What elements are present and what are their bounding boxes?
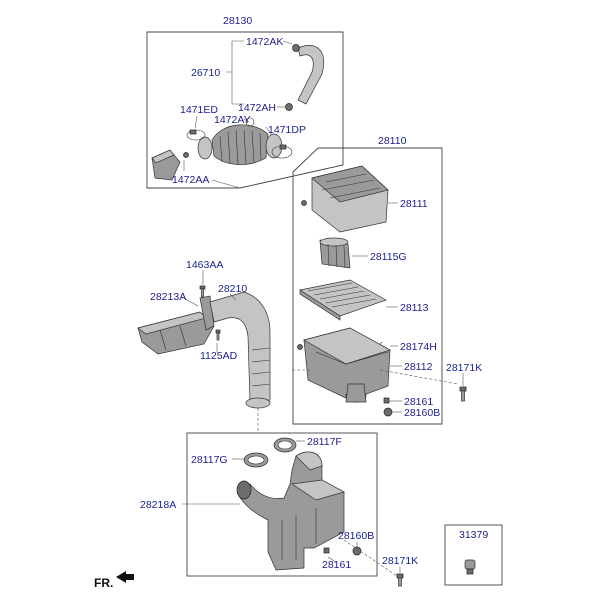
assembly-box-28218A	[186, 432, 378, 577]
bolt-28171K-right-drawing	[459, 386, 467, 402]
callout-28113[interactable]: 28113	[400, 302, 429, 314]
front-arrow-icon	[116, 571, 134, 583]
assembly-box-28110	[292, 147, 443, 425]
intake-hose-corrugated-drawing	[197, 124, 283, 166]
callout-28161[interactable]: 28161	[404, 396, 433, 408]
callout-28160B[interactable]: 28160B	[404, 407, 440, 419]
callout-1463AA[interactable]: 1463AA	[186, 259, 223, 271]
callout-28213A[interactable]: 28213A	[150, 291, 186, 303]
ring-28117G-drawing	[243, 452, 269, 468]
clamp-1472AY-drawing	[245, 117, 255, 127]
callout-28117F[interactable]: 28117F	[307, 436, 342, 448]
callout-1471DP[interactable]: 1471DP	[268, 124, 306, 136]
callout-28161-lower[interactable]: 28161	[322, 559, 351, 571]
callout-28218A[interactable]: 28218A	[140, 499, 176, 511]
bracket-28213A-drawing	[137, 295, 215, 355]
callout-26710[interactable]: 26710	[191, 67, 220, 79]
callout-28210[interactable]: 28210	[218, 283, 247, 295]
grommet-28161-drawing	[383, 397, 390, 404]
callout-28110[interactable]: 28110	[378, 135, 407, 147]
detail-box-31379	[444, 524, 503, 586]
callout-28130[interactable]: 28130	[223, 15, 252, 27]
callout-28171K-right[interactable]: 28171K	[446, 362, 482, 374]
front-marker-label: FR.	[94, 576, 113, 590]
callout-1125AD[interactable]: 1125AD	[200, 350, 238, 362]
body-28112-drawing	[297, 327, 391, 403]
intake-duct-28210-drawing	[209, 291, 271, 409]
callout-28112[interactable]: 28112	[404, 361, 433, 373]
callout-31379[interactable]: 31379	[459, 529, 488, 541]
callout-1472AK[interactable]: 1472AK	[246, 36, 283, 48]
duct-1472AA-drawing	[151, 149, 189, 181]
filter-28115G-drawing	[319, 237, 351, 269]
ring-28117F-drawing	[273, 437, 297, 453]
grommet-28160B-drawing	[383, 407, 393, 417]
clamp-1471ED-drawing	[186, 129, 206, 141]
grommet-28161-lower-drawing	[323, 547, 330, 554]
assembly-box-28130	[146, 31, 344, 189]
element-28113-drawing	[299, 279, 387, 321]
callout-28160B-lower[interactable]: 28160B	[338, 530, 374, 542]
detail-31379-drawing	[464, 559, 476, 575]
cover-28111-drawing	[301, 165, 389, 233]
bolt-28171K-lower-drawing	[396, 573, 404, 587]
resonator-28218A-drawing	[236, 451, 345, 571]
callout-1472AY[interactable]: 1472AY	[214, 114, 251, 126]
callout-28174H[interactable]: 28174H	[400, 341, 437, 353]
clamp-1471DP-drawing	[271, 144, 293, 159]
callout-1472AH[interactable]: 1472AH	[238, 102, 276, 114]
grommet-28160B-lower-drawing	[352, 546, 362, 556]
callout-28115G[interactable]: 28115G	[370, 251, 407, 263]
callout-28111[interactable]: 28111	[400, 198, 428, 210]
callout-28171K-lower[interactable]: 28171K	[382, 555, 418, 567]
hose-26710-drawing	[285, 44, 324, 111]
callout-1472AA[interactable]: 1472AA	[172, 174, 209, 186]
callout-1471ED[interactable]: 1471ED	[180, 104, 218, 116]
bolt-1125AD-drawing	[215, 329, 221, 341]
bolt-1463AA-drawing	[199, 285, 206, 298]
callout-28117G[interactable]: 28117G	[191, 454, 228, 466]
